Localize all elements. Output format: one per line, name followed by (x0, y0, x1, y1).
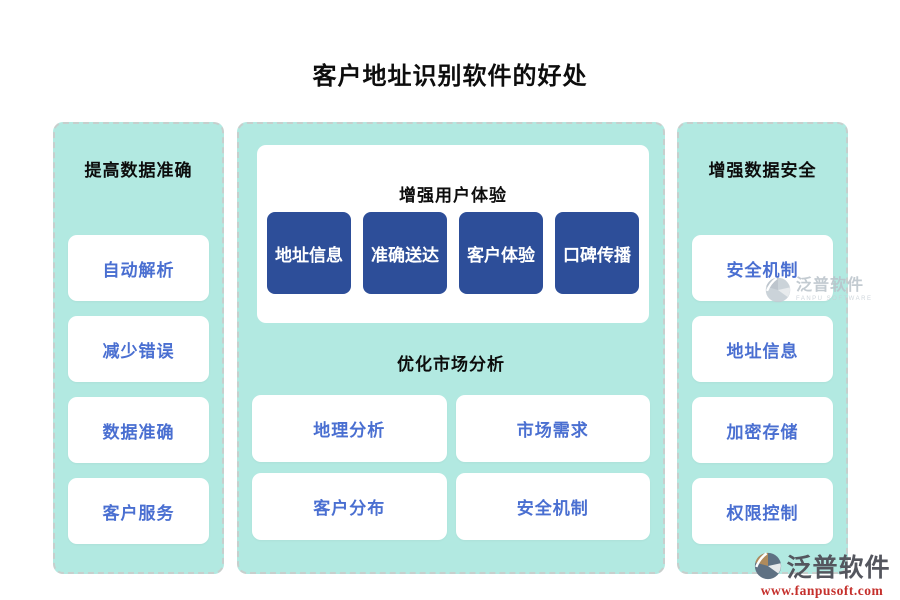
item-accurate-delivery: 准确送达 (363, 212, 447, 294)
card-security-mechanism: 安全机制 (692, 235, 833, 301)
fanpu-watermark-footer-row: 泛普软件 (753, 548, 890, 584)
user-experience-items: 地址信息 准确送达 客户体验 口碑传播 (267, 212, 639, 294)
card-permission-control: 权限控制 (692, 478, 833, 544)
user-experience-heading: 增强用户体验 (399, 186, 507, 205)
panel-right-card-list: 安全机制 地址信息 加密存储 权限控制 (692, 235, 833, 544)
panel-center: 增强用户体验 地址信息 准确送达 客户体验 口碑传播 优化市场分析 地理分析 市… (237, 122, 665, 574)
fanpu-watermark-footer: 泛普软件 www.fanpusoft.com (744, 548, 900, 599)
panel-improve-data-accuracy: 提高数据准确 自动解析 减少错误 数据准确 客户服务 (53, 122, 224, 574)
card-customer-distribution: 客户分布 (252, 473, 447, 540)
card-geo-analysis: 地理分析 (252, 395, 447, 462)
user-experience-box: 增强用户体验 地址信息 准确送达 客户体验 口碑传播 (257, 145, 649, 323)
fanpu-brand-text: 泛普软件 (786, 554, 891, 582)
card-reduce-errors: 减少错误 (68, 316, 209, 382)
card-data-accuracy: 数据准确 (68, 397, 209, 463)
market-analysis-heading: 优化市场分析 (397, 355, 505, 374)
item-address-info: 地址信息 (267, 212, 351, 294)
card-address-info: 地址信息 (692, 316, 833, 382)
fanpu-logo-icon (755, 552, 782, 580)
card-security-mechanism-center: 安全机制 (455, 473, 650, 540)
panel-left-heading: 提高数据准确 (84, 161, 193, 180)
panel-enhance-data-security: 增强数据安全 安全机制 地址信息 加密存储 权限控制 (677, 122, 848, 574)
item-customer-experience: 客户体验 (459, 212, 543, 294)
card-encrypted-storage: 加密存储 (692, 397, 833, 463)
page-title: 客户地址识别软件的好处 (312, 63, 588, 90)
card-auto-parse: 自动解析 (68, 235, 209, 301)
item-word-of-mouth: 口碑传播 (555, 212, 639, 294)
card-customer-service: 客户服务 (68, 478, 209, 544)
panel-right-heading: 增强数据安全 (708, 161, 817, 180)
panel-left-card-list: 自动解析 减少错误 数据准确 客户服务 (68, 235, 209, 544)
fanpu-url-text: www.fanpusoft.com (760, 583, 884, 598)
market-analysis-card-grid: 地理分析 市场需求 客户分布 安全机制 (252, 395, 650, 540)
card-market-demand: 市场需求 (455, 395, 650, 462)
